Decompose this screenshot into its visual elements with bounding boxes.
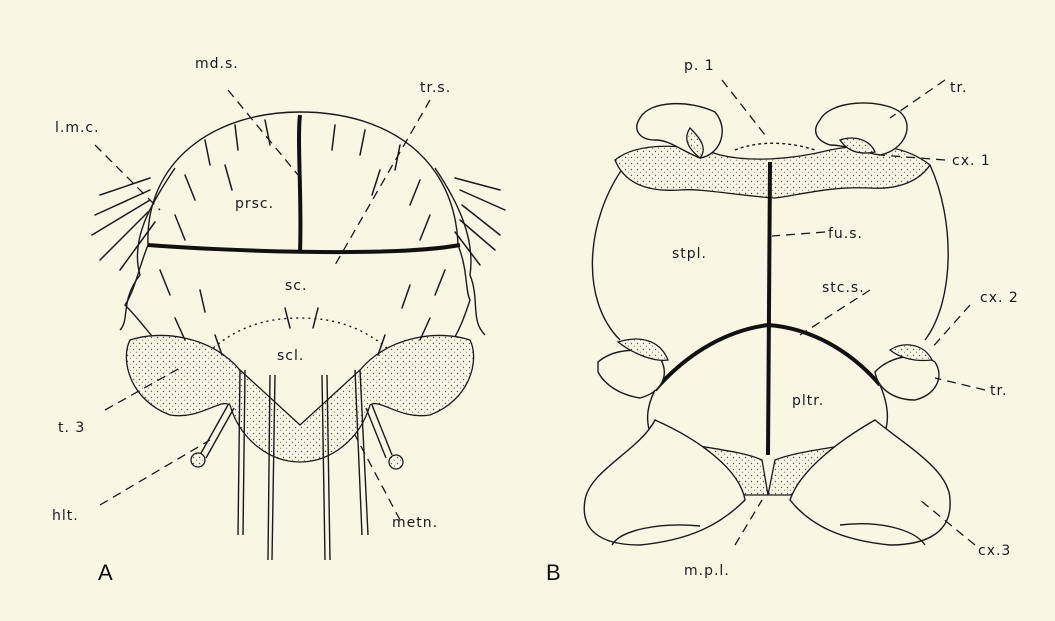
label-pltr: pltr.: [792, 393, 824, 409]
label-tr-top: tr.: [950, 80, 967, 96]
label-tr-s: tr.s.: [420, 80, 451, 96]
label-l-m-c: l.m.c.: [55, 120, 100, 136]
right-bristle-tuft: [455, 178, 505, 265]
label-t-3: t. 3: [58, 420, 85, 436]
label-stpl: stpl.: [672, 246, 707, 262]
label-p-1: p. 1: [684, 58, 715, 74]
left-bristle-tuft: [92, 178, 155, 270]
label-prsc: prsc.: [235, 196, 274, 212]
label-cx-2: cx. 2: [980, 290, 1019, 306]
label-cx-1: cx. 1: [952, 153, 991, 169]
left-haltere: [191, 405, 234, 467]
panel-a-letter: A: [98, 560, 113, 585]
scutum-outline: [125, 245, 470, 345]
label-stc-s: stc.s.: [822, 280, 865, 296]
panel-a-drawing: [92, 112, 505, 560]
label-tr-bottom: tr.: [990, 383, 1007, 399]
furcal-suture: [768, 162, 770, 455]
label-fu-s: fu.s.: [828, 226, 863, 242]
label-scl: scl.: [277, 348, 304, 364]
label-md-s: md.s.: [195, 56, 239, 72]
left-hind-coxa: [584, 420, 745, 545]
label-hlt: hlt.: [52, 508, 79, 524]
right-haltere: [366, 405, 403, 469]
label-metn: metn.: [392, 515, 438, 531]
dorsal-bristles: [160, 120, 445, 355]
panel-a-leaders: [95, 90, 430, 520]
label-cx-3: cx.3: [978, 543, 1011, 559]
left-flank: [120, 168, 175, 330]
label-m-p-l: m.p.l.: [684, 563, 730, 579]
right-mid-coxa: [875, 356, 939, 400]
label-sc: sc.: [285, 278, 307, 294]
panel-b-drawing: [584, 103, 950, 545]
median-suture: [299, 115, 300, 252]
panel-b-letter: B: [546, 560, 561, 585]
right-hind-coxa: [790, 420, 950, 545]
transverse-suture: [148, 245, 460, 252]
